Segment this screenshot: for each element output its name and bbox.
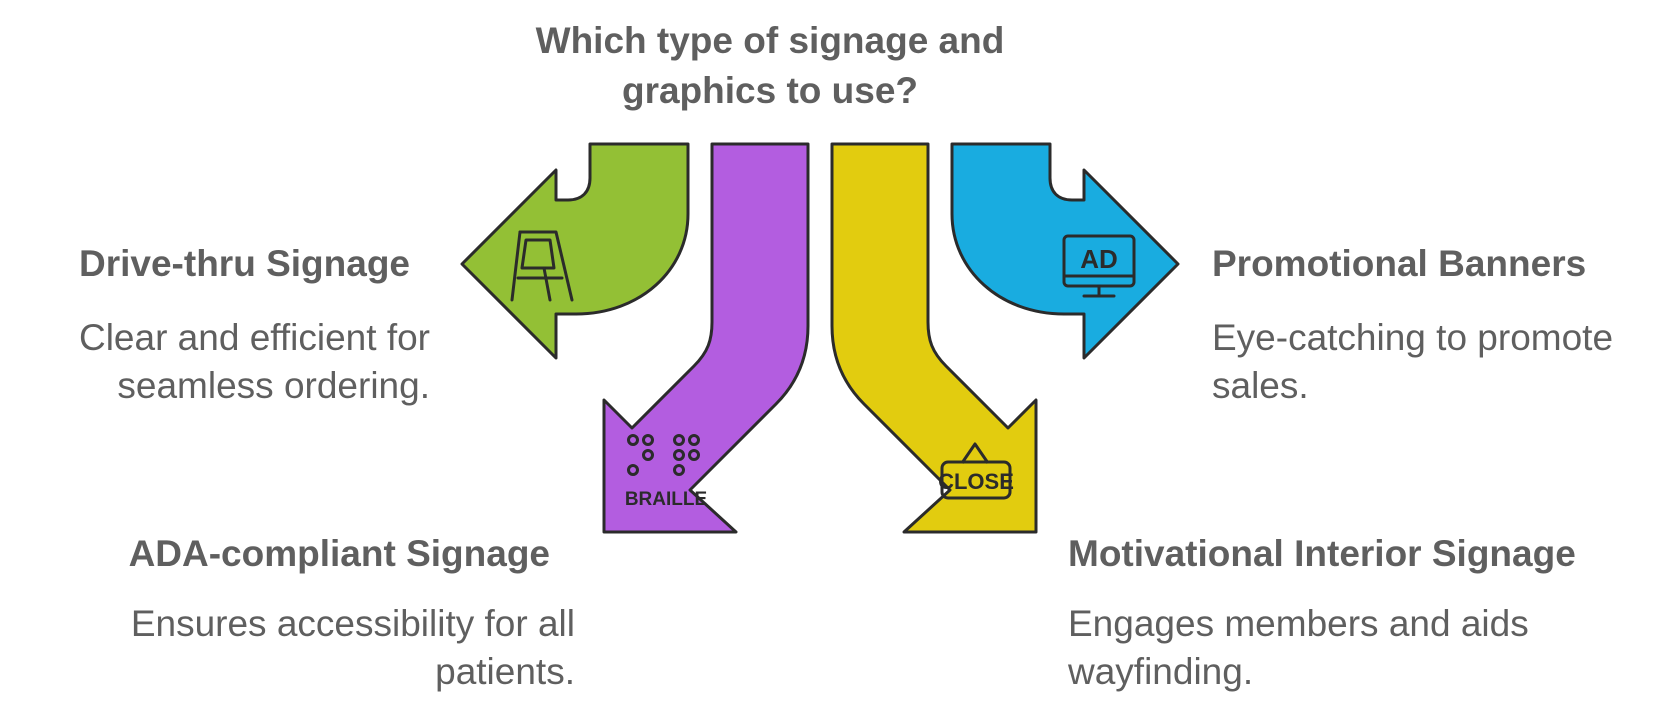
ada-desc-line-1: Ensures accessibility for all: [130, 603, 575, 644]
close-sign-label: CLOSE: [938, 469, 1014, 494]
ada-arrow-shape: [602, 142, 810, 534]
ad-label: AD: [1080, 244, 1118, 274]
motivational-desc-line-1: Engages members and aids: [1068, 603, 1529, 644]
motivational-heading: Motivational Interior Signage: [1068, 533, 1576, 574]
drive-thru-description: Clear and efficient for seamless orderin…: [20, 314, 430, 410]
drive-thru-desc-line-1: Clear and efficient for: [78, 317, 430, 358]
ada-desc-line-2: patients.: [435, 651, 575, 692]
ada-arrow: BRAILLE: [602, 142, 810, 534]
ada-description: Ensures accessibility for all patients.: [40, 600, 575, 696]
ad-monitor-icon: [1062, 234, 1136, 298]
title-line-1: Which type of signage and: [535, 20, 1005, 61]
a-frame-sign-icon: [510, 230, 574, 302]
drive-thru-arrow-shape: [460, 142, 690, 360]
title-line-2: graphics to use?: [621, 70, 919, 111]
promotional-arrow: AD: [950, 142, 1180, 360]
motivational-arrow-shape: [830, 142, 1038, 534]
promotional-heading: Promotional Banners: [1212, 243, 1587, 284]
ada-heading: ADA-compliant Signage: [128, 533, 550, 574]
motivational-description: Engages members and aids wayfinding.: [1068, 600, 1628, 696]
motivational-desc-line-2: wayfinding.: [1068, 651, 1254, 692]
motivational-arrow: CLOSE: [830, 142, 1038, 534]
promotional-desc-line-1: Eye-catching to promote: [1212, 317, 1614, 358]
drive-thru-arrow: [460, 142, 690, 360]
braille-label: BRAILLE: [625, 489, 707, 510]
drive-thru-heading: Drive-thru Signage: [79, 243, 410, 284]
promotional-description: Eye-catching to promote sales.: [1212, 314, 1672, 410]
drive-thru-desc-line-2: seamless ordering.: [117, 365, 430, 406]
diagram-title: Which type of signage and graphics to us…: [520, 16, 1020, 116]
close-sign-icon: [940, 442, 1012, 500]
braille-icon: [627, 434, 700, 476]
promotional-desc-line-2: sales.: [1212, 365, 1309, 406]
